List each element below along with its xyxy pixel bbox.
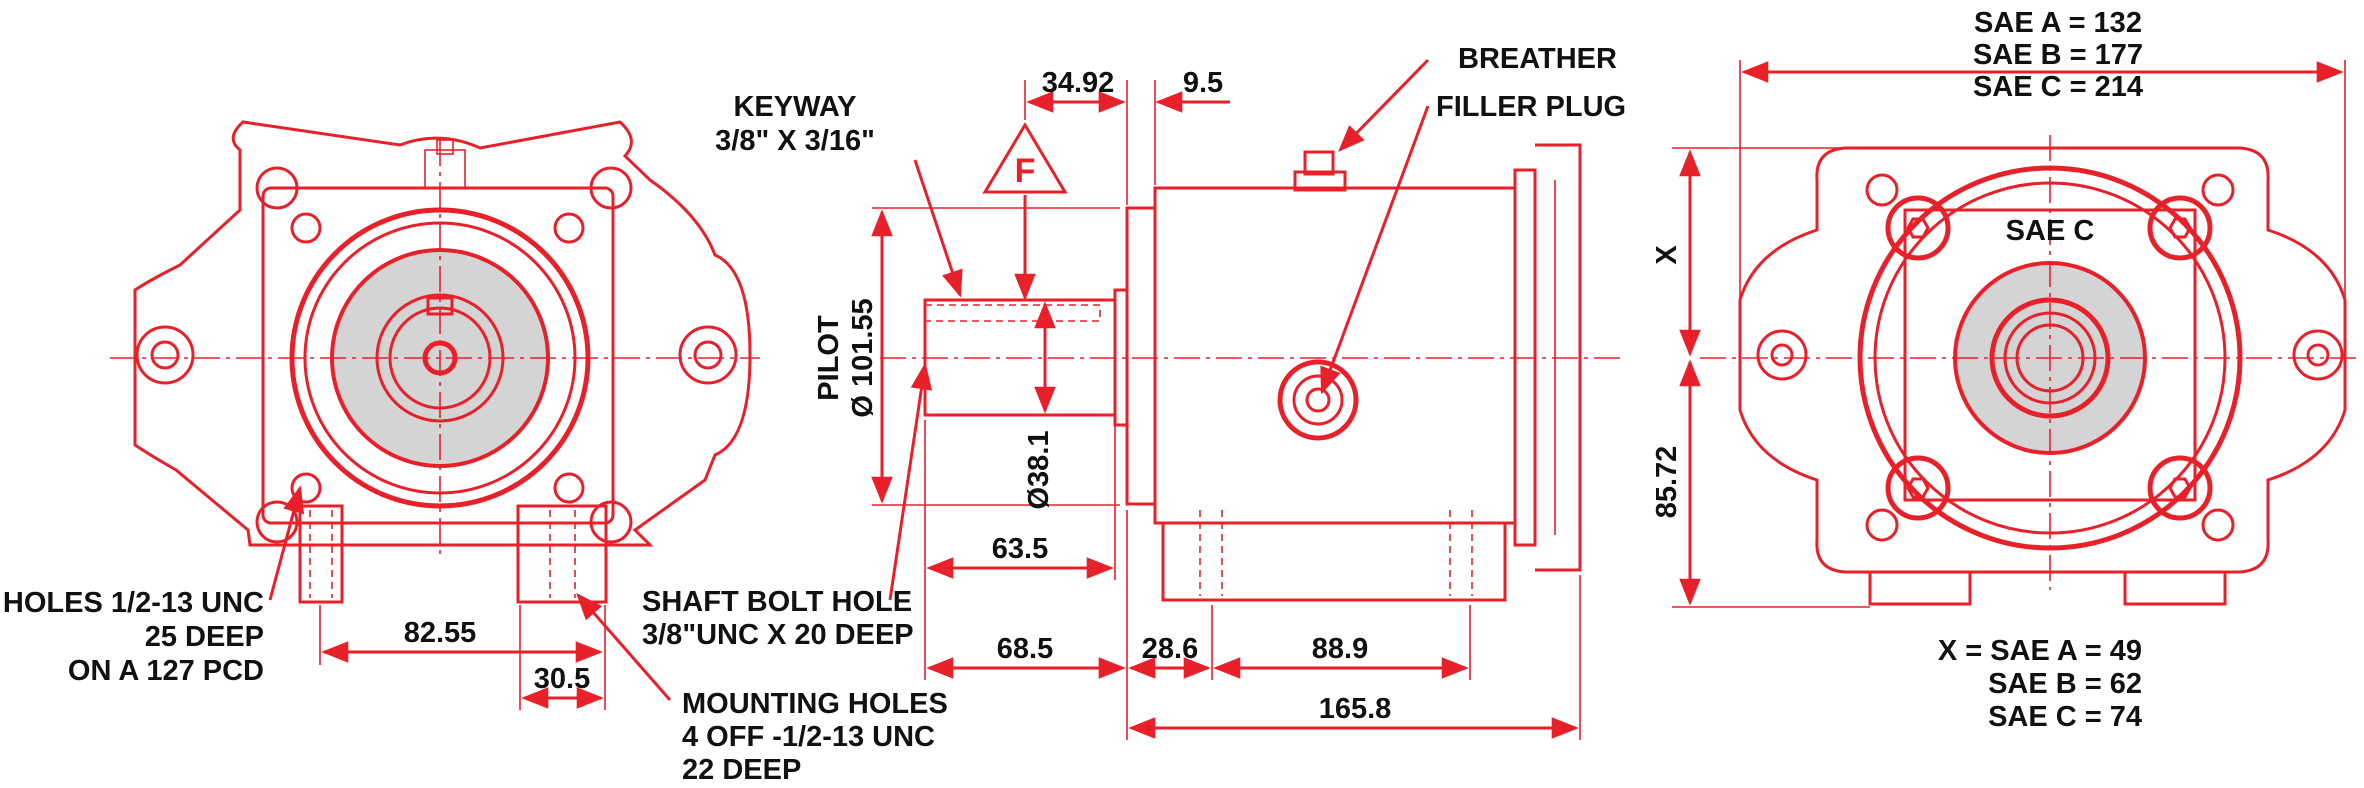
sae-a-width: SAE A = 132 — [1974, 7, 2142, 39]
dim-28-6: 28.6 — [1142, 633, 1198, 665]
pilot-label-2: Ø 101.55 — [847, 298, 879, 417]
flange-ear-hole-left — [135, 325, 195, 385]
breather-cap — [436, 139, 454, 155]
side-flange — [1535, 143, 1582, 572]
side-view: F PILOT Ø 101.55 Ø38.1 34.92 9.5 BREATHE… — [642, 43, 1626, 740]
holes-label-2: 25 DEEP — [145, 621, 264, 653]
side-keyway-hidden — [924, 304, 1101, 322]
front-view — [110, 120, 760, 604]
socket-bolt-tr — [2147, 195, 2213, 261]
flange-bolt-hole-tr — [589, 166, 633, 210]
force-triangle — [982, 122, 1068, 194]
tapped-hole-tr — [553, 212, 585, 244]
flange-ear-hole-right — [678, 325, 738, 385]
breather-fitting — [1303, 150, 1335, 176]
keyway-label-1: KEYWAY — [733, 91, 856, 123]
socket-bolt-br — [2147, 455, 2213, 521]
mounting-label-1: MOUNTING HOLES — [682, 688, 948, 720]
holes-label-3: ON A 127 PCD — [68, 655, 264, 687]
filler-plug-label: FILLER PLUG — [1436, 91, 1626, 123]
dim-30-5: 30.5 — [534, 663, 590, 695]
pilot-label-1: PILOT — [813, 315, 845, 401]
side-mount-pad — [1161, 523, 1507, 602]
shaft-bolt-label-1: SHAFT BOLT HOLE — [642, 586, 912, 618]
force-label: F — [1015, 152, 1036, 190]
holes-label-1: 4 HOLES 1/2-13 UNC — [0, 587, 264, 619]
breather-boss — [424, 149, 466, 189]
dim-9-5: 9.5 — [1183, 67, 1223, 99]
dim-68-5: 68.5 — [997, 633, 1053, 665]
dim-85-72: 85.72 — [1651, 446, 1683, 519]
rear-ear-hole-right — [2292, 329, 2344, 381]
dim-88-9: 88.9 — [1312, 633, 1368, 665]
flange-bolt-hole-br — [589, 500, 633, 544]
rear-bore — [1989, 297, 2111, 419]
mount-boss-left — [298, 504, 344, 604]
keyway-label-2: 3/8" X 3/16" — [715, 125, 875, 157]
sae-c-label: SAE C — [2006, 215, 2095, 247]
mount-boss-right — [516, 504, 608, 604]
front-flange-outline — [133, 120, 752, 547]
tapped-hole-br — [553, 472, 585, 504]
x-sae-c: SAE C = 74 — [1988, 701, 2142, 733]
filler-plug-outer — [1277, 359, 1359, 441]
flange-bolt-hole-bl — [255, 500, 299, 544]
shaft-diameter-label: Ø38.1 — [1023, 431, 1055, 510]
flange-bolt-hole-tl — [255, 166, 299, 210]
rear-flange-outline — [1738, 146, 2347, 574]
x-sae-a: X = SAE A = 49 — [1938, 635, 2142, 667]
mounting-label-2: 4 OFF -1/2-13 UNC — [682, 721, 935, 753]
dim-165-8: 165.8 — [1319, 693, 1392, 725]
flange-view: SAE C SAE A = 132 SAE B = 177 SAE C = 21… — [1651, 7, 2360, 733]
side-pilot — [1125, 206, 1157, 506]
sae-c-width: SAE C = 214 — [1973, 71, 2143, 103]
dim-63-5: 63.5 — [992, 533, 1048, 565]
tapped-hole-tl — [290, 212, 322, 244]
socket-bolt-tl — [1885, 195, 1951, 261]
dim-34-92: 34.92 — [1042, 67, 1115, 99]
filler-plug — [1292, 374, 1344, 426]
breather-label: BREATHER — [1458, 43, 1617, 75]
shaft-bolt-label-2: 3/8"UNC X 20 DEEP — [642, 619, 914, 651]
dim-82-55: 82.55 — [404, 617, 477, 649]
socket-bolt-bl — [1885, 455, 1951, 521]
sae-b-width: SAE B = 177 — [1973, 39, 2143, 71]
rear-ear-hole-left — [1756, 329, 1808, 381]
front-view-annotations: 4 HOLES 1/2-13 UNC 25 DEEP ON A 127 PCD … — [0, 485, 948, 786]
x-dim-label: X — [1651, 245, 1683, 265]
x-sae-b: SAE B = 62 — [1988, 668, 2142, 700]
mounting-label-3: 22 DEEP — [682, 754, 801, 786]
